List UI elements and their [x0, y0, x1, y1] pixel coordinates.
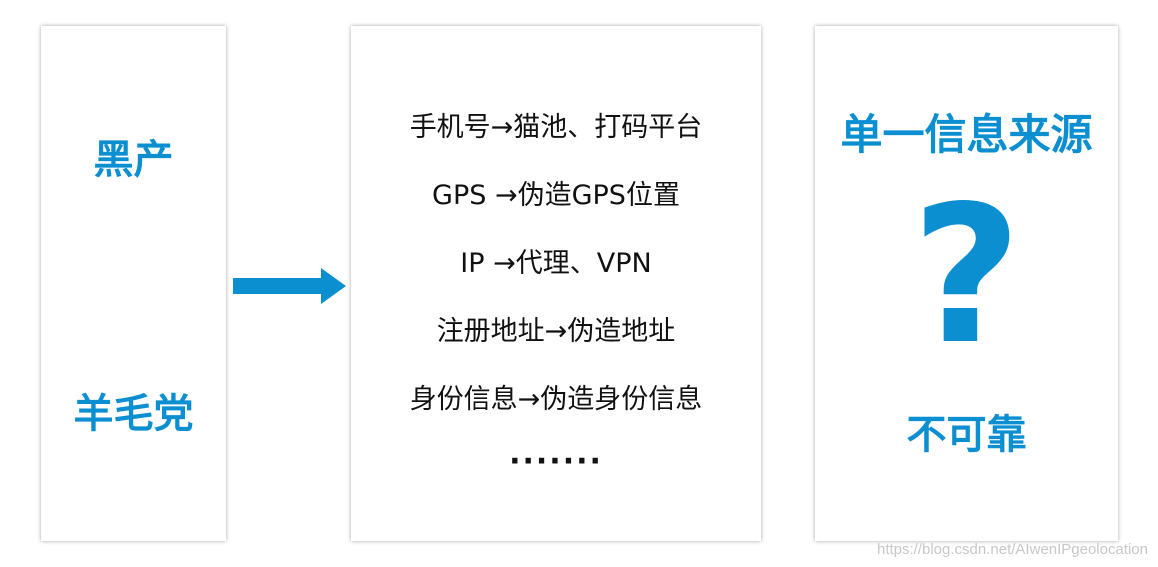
ellipsis: ·······	[509, 444, 603, 479]
middle-panel: 手机号→猫池、打码平台 GPS →伪造GPS位置 IP →代理、VPN 注册地址…	[351, 26, 761, 541]
left-panel: 黑产 羊毛党	[41, 26, 226, 541]
right-panel: 单一信息来源 ? 不可靠	[815, 26, 1118, 541]
single-source-title: 单一信息来源	[840, 110, 1093, 159]
list-item-gps: GPS →伪造GPS位置	[432, 180, 680, 211]
list-item-phone: 手机号→猫池、打码平台	[409, 112, 703, 143]
list-item-address: 注册地址→伪造地址	[436, 316, 676, 347]
question-mark-icon: ?	[911, 165, 1022, 386]
list-item-identity: 身份信息→伪造身份信息	[409, 384, 703, 415]
forgery-method-list: 手机号→猫池、打码平台 GPS →伪造GPS位置 IP →代理、VPN 注册地址…	[351, 104, 761, 444]
unreliable-label: 不可靠	[906, 412, 1027, 458]
wool-party-label: 羊毛党	[73, 391, 194, 437]
right-arrow-icon	[233, 268, 346, 304]
list-item-ip: IP →代理、VPN	[460, 248, 652, 279]
black-industry-label: 黑产	[93, 137, 174, 183]
watermark: https://blog.csdn.net/AIwenIPgeolocation	[876, 541, 1148, 558]
